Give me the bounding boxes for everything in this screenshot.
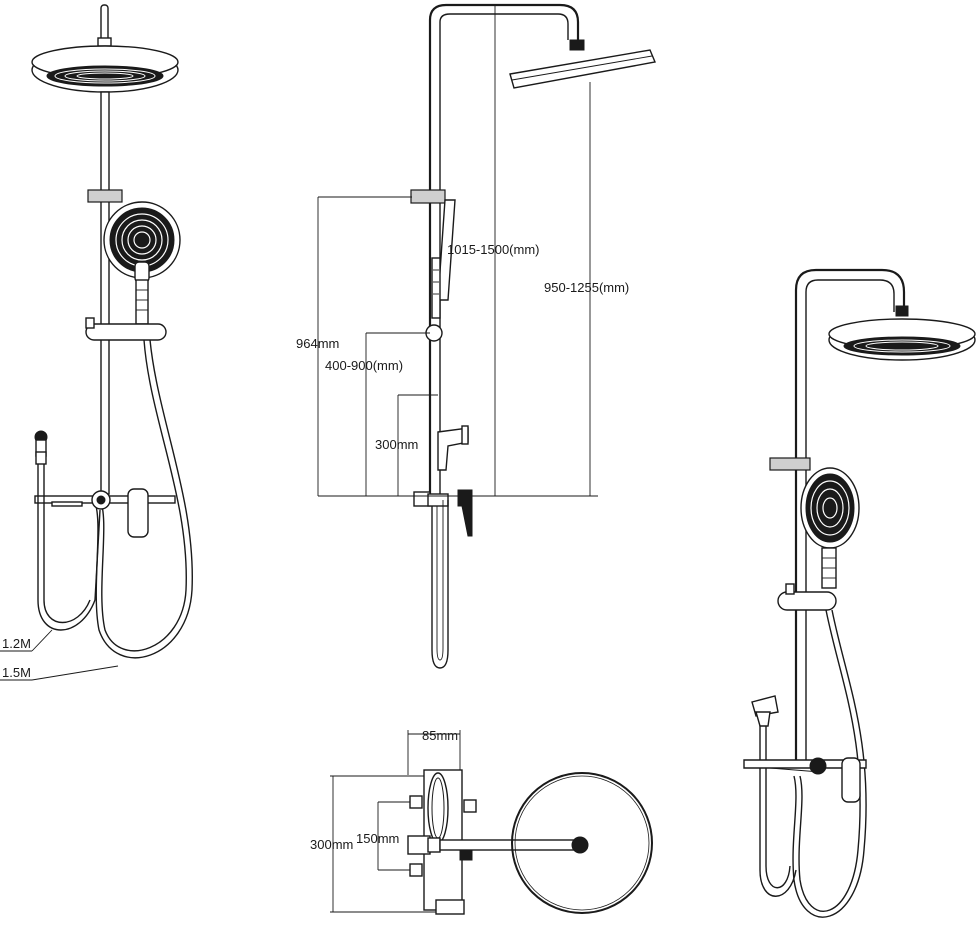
top-view: 85mm 300mm 150mm [310, 728, 653, 915]
hose-length-long-label: 1.5M [2, 665, 31, 680]
hand-shower [103, 201, 181, 325]
side-view: 1015-1500(mm) 950-1255(mm) 964mm 400-900… [296, 3, 656, 669]
dim-slide-rail-label: 1015-1500(mm) [447, 242, 540, 257]
hose-length-short-label: 1.2M [2, 636, 31, 651]
dim-depth-label: 85mm [422, 728, 458, 743]
dim-width-label: 300mm [310, 837, 353, 852]
front-view: 1.2M 1.5M [0, 4, 193, 681]
rain-shower-head [31, 45, 179, 93]
dim-inlet-label: 150mm [356, 831, 399, 846]
perspective-view [743, 268, 976, 918]
perspective-hand-shower [800, 467, 860, 589]
perspective-rain-head [828, 318, 976, 361]
dim-spout-label: 300mm [375, 437, 418, 452]
dim-total-label: 964mm [296, 336, 339, 351]
side-rain-head [509, 49, 656, 89]
dim-adjust-label: 400-900(mm) [325, 358, 403, 373]
dim-head-height-label: 950-1255(mm) [544, 280, 629, 295]
